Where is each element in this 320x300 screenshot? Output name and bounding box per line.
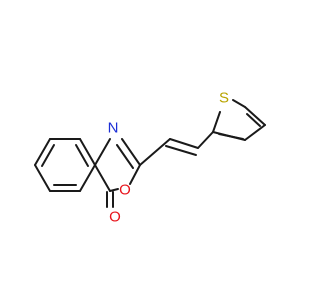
bond-benzene-2	[34, 164, 51, 192]
bond-thio-c4-c3	[244, 124, 266, 141]
bonds	[34, 99, 266, 208]
bond-n-c2-b	[116, 144, 134, 169]
ring-oxygen-atom-label: O	[119, 182, 131, 199]
bond-thio-c2-s	[212, 111, 221, 133]
bond-thio-s-c5	[232, 99, 246, 108]
bond-thio-c5-c4	[244, 106, 266, 126]
atom-labels: N O O S	[108, 90, 229, 226]
bond-vinyl-thiophene	[197, 131, 214, 149]
bond-benzene-1	[34, 138, 51, 166]
molecule-structure-diagram: N O O S	[34, 90, 266, 226]
bond-benzene-5	[79, 138, 96, 166]
bond-vinyl-double-a	[169, 138, 199, 149]
carbonyl-oxygen-atom-label: O	[109, 209, 121, 226]
bond-n-c2-a	[121, 138, 141, 166]
bond-benzene-4	[79, 164, 96, 192]
bond-c2-o	[129, 164, 141, 185]
bond-benzene-inner-1	[41, 144, 55, 167]
bond-c8a-n	[94, 138, 111, 166]
bond-benzene-inner-3	[75, 144, 89, 167]
nitrogen-atom-label: N	[108, 120, 119, 137]
bond-c4-c4a	[94, 164, 111, 192]
bond-vinyl-double-b	[165, 145, 197, 156]
bond-thio-inner-1	[246, 113, 261, 127]
bond-o-c4	[109, 188, 119, 192]
sulfur-atom-label: S	[219, 90, 229, 107]
bond-thio-inner-2	[218, 133, 244, 140]
bond-c2-vinyl	[139, 138, 171, 166]
